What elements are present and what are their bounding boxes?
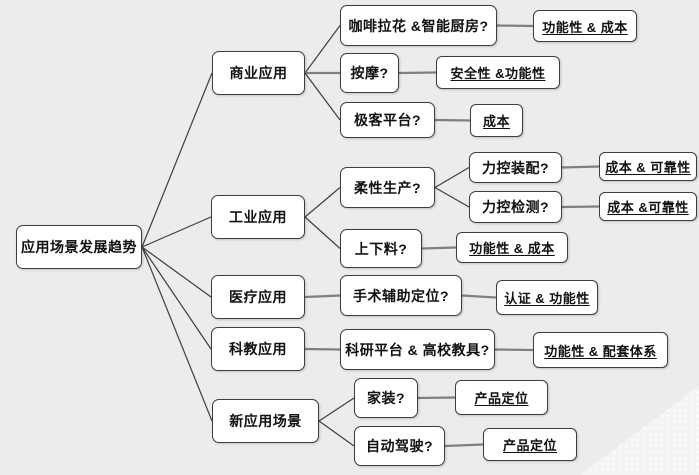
- connector-flex-detect: [434, 186, 470, 208]
- mindmap-node-load[interactable]: 上下料?: [340, 229, 422, 268]
- mindmap-node-pos1[interactable]: 产品定位: [455, 380, 548, 415]
- node-label-rel1: 成本 & 可靠性: [605, 160, 691, 175]
- connector-biz-coffee: [304, 25, 341, 74]
- node-label-new: 新应用场景: [229, 413, 302, 429]
- node-label-home: 家装?: [366, 390, 406, 406]
- mindmap-node-fc2[interactable]: 功能性 & 成本: [456, 232, 568, 263]
- mindmap-node-sci[interactable]: 科教应用: [211, 327, 305, 371]
- mindmap-node-root[interactable]: 应用场景发展趋势: [16, 225, 142, 269]
- node-label-biz: 商业应用: [229, 65, 288, 81]
- connector-root-ind: [141, 216, 212, 248]
- mindmap-node-new[interactable]: 新应用场景: [212, 399, 319, 443]
- connector-root-biz: [141, 72, 213, 248]
- mindmap-node-detect[interactable]: 力控检测?: [469, 191, 562, 223]
- connector-research-support: [494, 348, 534, 352]
- node-label-safety: 安全性 &功能性: [450, 66, 546, 81]
- connector-sci-research: [304, 347, 341, 351]
- mindmap-node-geek[interactable]: 极客平台?: [340, 102, 435, 138]
- mindmap-node-med[interactable]: 医疗应用: [211, 275, 305, 319]
- node-label-flex: 柔性生产?: [353, 179, 422, 196]
- node-label-auto: 自动驾驶?: [365, 438, 434, 454]
- connector-auto-pos2: [444, 443, 484, 448]
- node-label-sci: 科教应用: [229, 341, 287, 357]
- connector-root-sci: [141, 246, 212, 350]
- connector-root-new: [141, 246, 213, 422]
- mindmap-node-auto[interactable]: 自动驾驶?: [354, 426, 445, 466]
- mindmap-node-flex[interactable]: 柔性生产?: [340, 167, 435, 208]
- mindmap-node-rel1[interactable]: 成本 & 可靠性: [599, 152, 697, 181]
- node-label-coffee: 咖啡拉花 &智能厨房?: [348, 17, 489, 34]
- connector-detect-rel2: [561, 205, 600, 209]
- node-label-geek: 极客平台?: [353, 112, 422, 128]
- node-label-ind: 工业应用: [229, 209, 287, 225]
- mindmap-node-fc1[interactable]: 功能性 & 成本: [533, 10, 637, 42]
- mindmap-node-safety[interactable]: 安全性 &功能性: [436, 56, 560, 89]
- connector-ind-flex: [304, 187, 341, 218]
- node-label-surgery: 手术辅助定位?: [352, 287, 450, 304]
- connector-load-fc2: [421, 246, 457, 250]
- node-label-rel2: 成本 &可靠性: [607, 200, 689, 215]
- node-label-pos2: 产品定位: [502, 438, 557, 453]
- mindmap-node-assembly[interactable]: 力控装配?: [469, 152, 562, 183]
- connector-geek-cost: [434, 118, 471, 122]
- connector-home-pos1: [417, 396, 456, 400]
- node-label-support: 功能性 & 配套体系: [544, 343, 657, 359]
- mindmap-node-massage[interactable]: 按摩?: [340, 53, 399, 93]
- mindmap-node-cost[interactable]: 成本: [470, 104, 523, 137]
- connector-ind-load: [304, 216, 341, 249]
- node-label-cert: 认证 & 功能性: [504, 291, 590, 306]
- mindmap-node-cert[interactable]: 认证 & 功能性: [496, 280, 598, 315]
- connector-new-auto: [318, 420, 355, 447]
- node-label-fc1: 功能性 & 成本: [542, 19, 628, 35]
- connector-new-home: [318, 397, 355, 422]
- connector-biz-geek: [304, 72, 341, 121]
- mindmap-node-pos2[interactable]: 产品定位: [483, 428, 577, 461]
- mindmap-node-home[interactable]: 家装?: [354, 378, 418, 418]
- node-label-pos1: 产品定位: [474, 391, 529, 406]
- mindmap-node-rel2[interactable]: 成本 &可靠性: [599, 192, 697, 221]
- mindmap-node-support[interactable]: 功能性 & 配套体系: [533, 332, 668, 368]
- node-label-fc2: 功能性 & 成本: [469, 241, 555, 256]
- node-label-cost: 成本: [482, 114, 510, 129]
- node-label-research: 科研平台 & 高校教具?: [345, 341, 490, 358]
- connector-surgery-cert: [461, 294, 497, 299]
- node-label-load: 上下料?: [354, 240, 408, 257]
- node-label-assembly: 力控装配?: [481, 159, 550, 176]
- node-label-root: 应用场景发展趋势: [21, 239, 137, 255]
- mindmap-node-research[interactable]: 科研平台 & 高校教具?: [340, 329, 495, 370]
- mindmap-node-biz[interactable]: 商业应用: [212, 51, 305, 95]
- mindmap-node-ind[interactable]: 工业应用: [211, 195, 305, 239]
- mindmap-node-surgery[interactable]: 手术辅助定位?: [340, 275, 462, 316]
- connector-assembly-rel1: [561, 165, 600, 169]
- connector-flex-assembly: [434, 166, 470, 189]
- connector-med-surgery: [304, 294, 341, 299]
- connector-root-med: [141, 246, 212, 298]
- connector-coffee-fc1: [496, 24, 534, 28]
- connector-massage-safety: [398, 71, 437, 75]
- mindmap-node-coffee[interactable]: 咖啡拉花 &智能厨房?: [340, 5, 497, 46]
- node-label-detect: 力控检测?: [481, 199, 550, 215]
- node-label-med: 医疗应用: [229, 289, 287, 305]
- node-label-massage: 按摩?: [350, 65, 389, 81]
